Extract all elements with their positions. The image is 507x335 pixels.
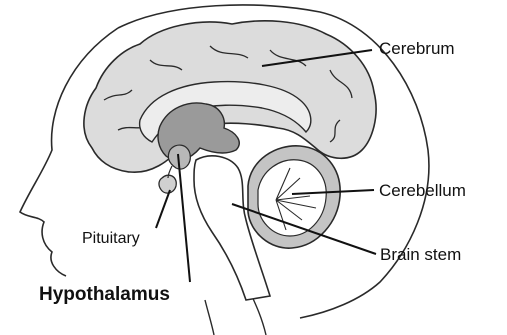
label-cerebrum: Cerebrum <box>379 39 455 59</box>
leader-pituitary <box>156 190 170 228</box>
label-hypothalamus: Hypothalamus <box>39 284 170 306</box>
label-cerebellum: Cerebellum <box>379 181 466 201</box>
leader-hypothalamus <box>178 154 190 282</box>
label-brain-stem: Brain stem <box>380 245 461 265</box>
neck-outline-2 <box>205 300 214 335</box>
label-pituitary: Pituitary <box>82 229 140 249</box>
